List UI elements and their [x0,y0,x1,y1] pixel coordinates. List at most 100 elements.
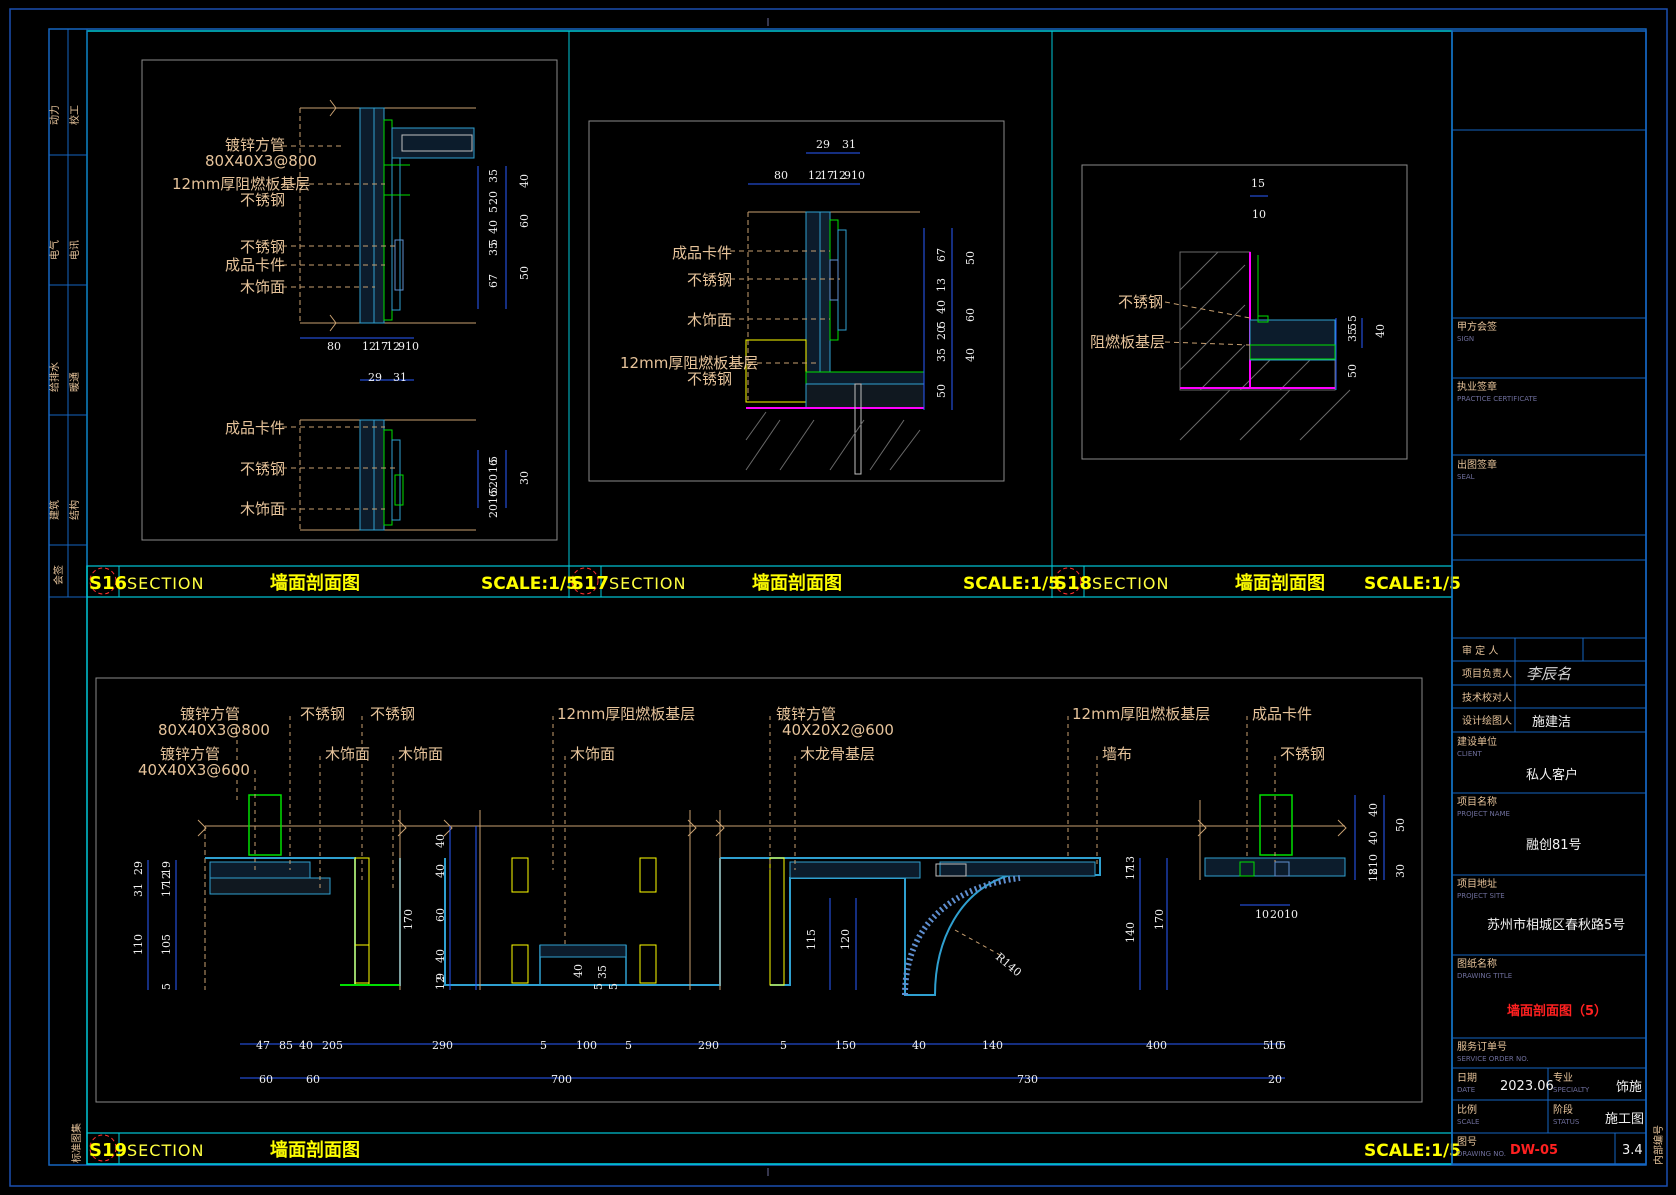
s19-dim: 40 [434,834,447,848]
s18-dim: 35 [1346,328,1359,342]
s19-dim: 730 [1017,1073,1038,1086]
s18-dim: 15 [1251,177,1265,190]
tb-status-en: STATUS [1553,1118,1580,1126]
s17-dim: 5 [935,321,948,328]
s19-dim: 40 [1367,803,1380,817]
tb-order-en: SERVICE ORDER NO. [1457,1055,1529,1063]
s19-dim: 5 [780,1039,787,1052]
s19-dim: 5 [607,983,620,990]
s19-dim: 400 [1146,1039,1167,1052]
s16-dim: 31 [393,371,407,384]
tb-role-label: 设计绘图人 [1462,714,1512,727]
s19-dim: 115 [805,929,818,950]
s19-dim: 19 [160,861,173,875]
section-id-s17: S17 [571,573,609,594]
s19-dim: 31 [132,883,145,897]
s19-dim: 50 [1394,818,1407,832]
s19-dim: 13 [1124,856,1137,870]
s19-label: 不锈钢 [1280,745,1325,763]
s18-dim: 50 [1346,364,1359,378]
section-title: 墙面剖面图 [1235,572,1325,594]
tb-specialty-label: 专业 [1553,1071,1573,1084]
tb-role-value: 李辰名 [1526,665,1572,683]
s19-label: 40X20X2@600 [782,721,894,739]
s19-dim: 700 [551,1073,572,1086]
tb-sign-en: SIGN [1457,335,1474,343]
s18-label: 不锈钢 [1118,293,1163,311]
s16-label: 不锈钢 [240,191,285,209]
s17-label: 12mm厚阻燃板基层 [620,354,758,372]
section-id-s16: S16 [89,573,127,594]
tb-drawing-en: DRAWING TITLE [1457,972,1512,980]
s18-dim: 10 [1252,208,1266,221]
s18-dim: 5 [1346,323,1359,330]
tb-sheet-value: 3.4 [1622,1143,1643,1158]
tb-dwgno-en: DRAWING NO. [1457,1150,1506,1158]
s19-label: 不锈钢 [300,705,345,723]
s19-label: 不锈钢 [370,705,415,723]
s16-dim: 29 [368,371,382,384]
section-scale: SCALE:1/5 [1364,1141,1461,1161]
tb-project-value: 融创81号 [1526,838,1582,853]
s16-dim: 80 [327,340,341,353]
s19-dim: 110 [132,934,145,955]
s17-dim: 40 [964,348,977,362]
s19-dim: 290 [698,1039,719,1052]
s19-dim: 12 [434,976,447,990]
s16-label: 成品卡件 [225,419,285,437]
s16-dim: 16 [487,459,500,473]
s19-dim: 170 [402,909,415,930]
s16-dim: 5 [487,206,500,213]
s17-dim: 12 [808,169,822,182]
s19-label: 12mm厚阻燃板基层 [1072,705,1210,723]
s16-dim: 12 [386,340,400,353]
s16-dim: 9 [398,340,405,353]
s18-section-drawing [1081,164,1408,460]
s19-dim: 12 [1367,868,1380,882]
s17-dim: 35 [935,348,948,362]
s19-dim: 47 [256,1039,270,1052]
s18-label: 阻燃板基层 [1090,333,1165,351]
s19-dim: 17 [160,883,173,897]
s19-dim: 60 [259,1073,273,1086]
tb-scale-label: 比例 [1457,1103,1477,1116]
s16-dim: 40 [518,174,531,188]
s19-dim: 9 [434,973,447,980]
left-signature-strip: 动力 校工 电气 电讯 给排水 暖通 建筑 结构 会签 [48,28,88,598]
s17-label: 成品卡件 [672,244,732,262]
section-id-s18: S18 [1054,573,1092,594]
tb-project-en: PROJECT NAME [1457,810,1510,818]
s19-dim: 8 [1367,868,1380,875]
tb-cert-label: 执业签章 [1457,380,1497,393]
tb-drawing-label: 图纸名称 [1457,957,1497,970]
strip-label: 校工 [68,105,81,125]
s19-dim: 100 [576,1039,597,1052]
s19-label: 木饰面 [570,745,615,763]
section-word: SECTION [1092,574,1170,593]
s16-dim: 5 [487,239,500,246]
s19-dim: 60 [306,1073,320,1086]
s16-dim: 5 [487,456,500,463]
section-scale: SCALE:1/5 [963,574,1060,594]
s16-dim: 5 [487,487,500,494]
tb-dwgno-value: DW-05 [1510,1143,1558,1158]
s16-dim: 35 [487,242,500,256]
s19-dim: 40 [434,949,447,963]
s16-label: 不锈钢 [240,238,285,256]
s16-dim: 20 [487,504,500,518]
s16-dim: 16 [487,490,500,504]
tb-project-label: 项目名称 [1457,795,1497,808]
s17-dim: 10 [851,169,865,182]
tb-drawing-value: 墙面剖面图（5） [1507,1003,1607,1019]
tb-role-label: 审 定 人 [1462,644,1498,657]
s16-dim: 20 [487,191,500,205]
s16-dim: 67 [487,274,500,288]
tb-specialty-value: 饰施 [1616,1080,1642,1095]
s19-dim: 120 [839,929,852,950]
s19-dim: 5 [336,1039,343,1052]
tb-site-value: 苏州市相城区春秋路5号 [1487,917,1625,933]
s17-dim: 67 [935,248,948,262]
s19-label: 成品卡件 [1252,705,1312,723]
s19-dim: 60 [434,908,447,922]
